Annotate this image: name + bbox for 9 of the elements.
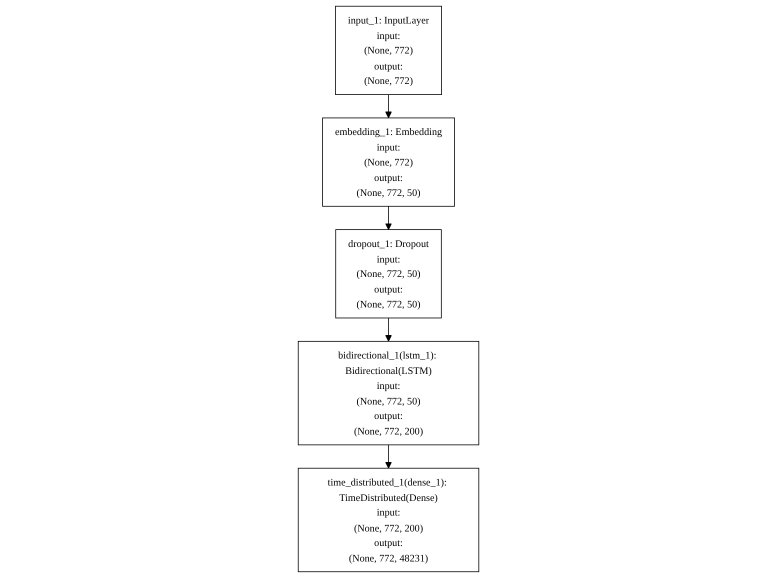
arrow bbox=[385, 94, 392, 118]
node-box: embedding_1: Embedding input: (None, 772) output: (None, 772, 50) bbox=[322, 118, 455, 207]
arrow bbox=[385, 206, 392, 230]
arrow bbox=[385, 444, 392, 469]
node-box: input_1: InputLayer input: (None, 772) output: (None, 772) bbox=[335, 6, 442, 95]
node-box: time_distributed_1(dense_1): TimeDistributed(Dense) input: (None, 772, 200) output: (None, 772, 48231) bbox=[298, 468, 480, 572]
node-box: bidirectional_1(lstm_1): Bidirectional(LSTM) input: (None, 772, 50) output: (None, 772, 200) bbox=[298, 340, 480, 446]
arrow bbox=[385, 318, 392, 342]
node-box: dropout_1: Dropout input: (None, 772, 50) output: (None, 772, 50) bbox=[335, 229, 442, 318]
